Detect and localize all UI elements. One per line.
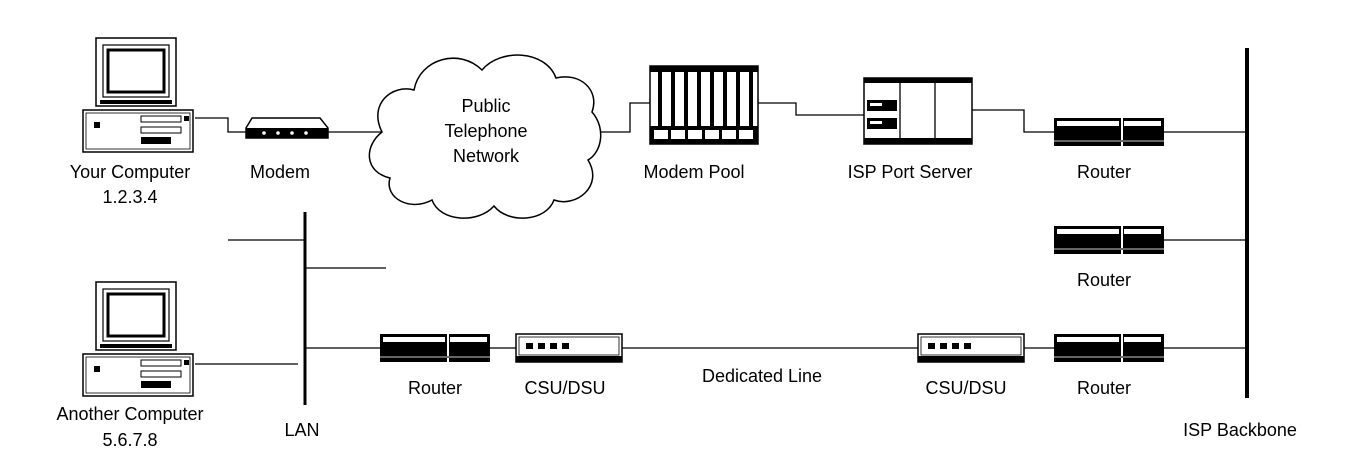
isp-port-server-label: ISP Port Server xyxy=(848,162,973,182)
router-bottom-right-icon xyxy=(1054,334,1164,362)
pstn-label-line2: Telephone xyxy=(444,121,527,141)
pstn-label-line3: Network xyxy=(453,146,520,166)
lan-label: LAN xyxy=(284,420,319,440)
router-lan-icon xyxy=(380,334,490,362)
csu-dsu-left-icon xyxy=(515,333,623,363)
your-computer-label: Your Computer xyxy=(70,162,190,182)
router-mid-icon xyxy=(1054,226,1164,254)
router-bottom-right-label: Router xyxy=(1077,378,1131,398)
router-mid-label: Router xyxy=(1077,270,1131,290)
modem-pool-icon xyxy=(649,65,759,145)
dedicated-line-label: Dedicated Line xyxy=(702,366,822,386)
your-computer-icon xyxy=(81,36,195,154)
wire-cloud-to-modem-pool xyxy=(592,102,650,133)
wire-modem-pool-to-port-server xyxy=(758,102,864,116)
connection-wires xyxy=(195,102,1247,365)
isp-port-server-icon xyxy=(863,77,973,145)
csu-dsu-right-icon xyxy=(917,333,1025,363)
router-lan-label: Router xyxy=(408,378,462,398)
modem-icon xyxy=(245,117,329,139)
wire-pc-to-modem xyxy=(195,117,246,133)
isp-backbone-label: ISP Backbone xyxy=(1183,420,1297,440)
pstn-label-line1: Public xyxy=(461,96,510,116)
another-computer-icon xyxy=(81,280,195,398)
public-telephone-network-cloud xyxy=(368,54,602,219)
router-top-label: Router xyxy=(1077,162,1131,182)
csu-dsu-left-label: CSU/DSU xyxy=(524,378,605,398)
router-top-icon xyxy=(1054,118,1164,146)
csu-dsu-right-label: CSU/DSU xyxy=(925,378,1006,398)
your-computer-ip: 1.2.3.4 xyxy=(102,187,157,207)
another-computer-ip: 5.6.7.8 xyxy=(102,430,157,450)
another-computer-label: Another Computer xyxy=(56,404,203,424)
modem-pool-label: Modem Pool xyxy=(643,162,744,182)
wire-port-server-to-router xyxy=(972,109,1054,133)
modem-label: Modem xyxy=(250,162,310,182)
